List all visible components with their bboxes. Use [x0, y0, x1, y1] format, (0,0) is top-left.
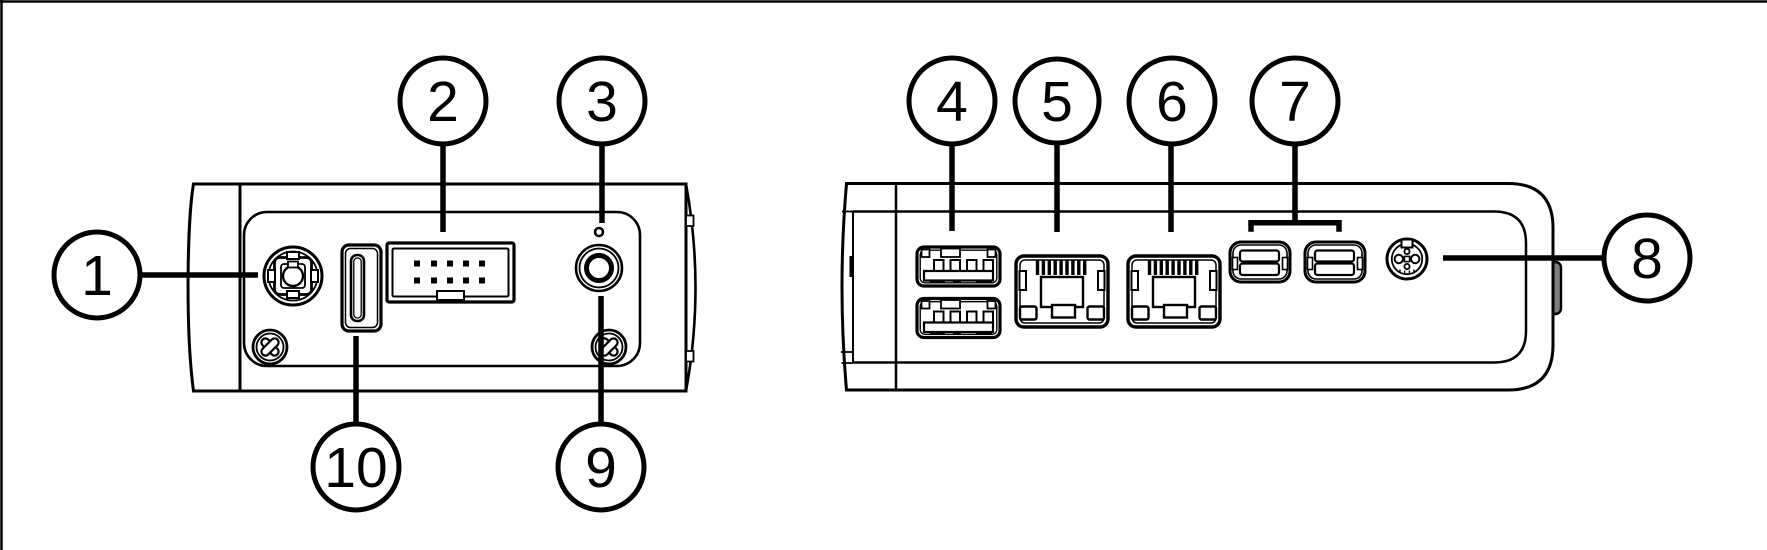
callout-7: 7	[1248, 55, 1342, 232]
ethernet-port-1	[1014, 254, 1110, 329]
round-button	[574, 243, 624, 293]
circular-push-pull-connector	[262, 245, 324, 307]
cap-tick	[685, 214, 695, 227]
mini-displayport-1	[1228, 240, 1292, 284]
screw-icon	[590, 328, 628, 366]
callout-2-label: 2	[427, 70, 459, 134]
right-device-body	[840, 182, 1555, 392]
callout-6-label: 6	[1156, 70, 1188, 134]
right-device	[840, 182, 1563, 392]
right-device-panel	[853, 210, 1528, 364]
callout-10-label: 10	[324, 436, 387, 500]
callout-1: 1	[51, 229, 258, 321]
callout-7-label: 7	[1279, 70, 1311, 134]
idc-header-connector	[385, 241, 516, 304]
callout-7-bracket	[1248, 219, 1342, 232]
left-device-end-cap	[186, 182, 240, 393]
usb-a-port-side	[340, 243, 383, 333]
callout-5-label: 5	[1041, 70, 1073, 134]
callout-10: 10	[310, 336, 402, 513]
idc-pins	[414, 260, 485, 284]
callout-9: 9	[555, 296, 647, 513]
screw-icon	[251, 328, 289, 366]
cap-tick	[685, 350, 695, 363]
callout-3: 3	[556, 55, 648, 223]
ethernet-port-2	[1126, 254, 1222, 329]
cap-slot	[849, 256, 854, 277]
callout-4: 4	[906, 55, 998, 231]
callout-5: 5	[1012, 56, 1102, 232]
power-connector	[1385, 237, 1429, 281]
usb-a-port-2	[915, 296, 1002, 340]
callouts: 1 2 3 4 5 6	[51, 55, 1693, 513]
callout-4-label: 4	[936, 70, 968, 134]
left-device	[186, 182, 697, 393]
callout-8: 8	[1443, 212, 1693, 304]
callout-6: 6	[1126, 55, 1218, 232]
callout-9-label: 9	[585, 436, 617, 500]
left-device-right-cap	[684, 183, 697, 392]
callout-1-label: 1	[81, 244, 113, 308]
callout-3-label: 3	[586, 70, 618, 134]
callout-2: 2	[397, 55, 489, 232]
usb-a-port-1	[915, 245, 1002, 288]
callout-8-label: 8	[1631, 227, 1663, 291]
led-indicator-hole	[593, 226, 605, 238]
mini-displayport-2	[1303, 240, 1367, 284]
